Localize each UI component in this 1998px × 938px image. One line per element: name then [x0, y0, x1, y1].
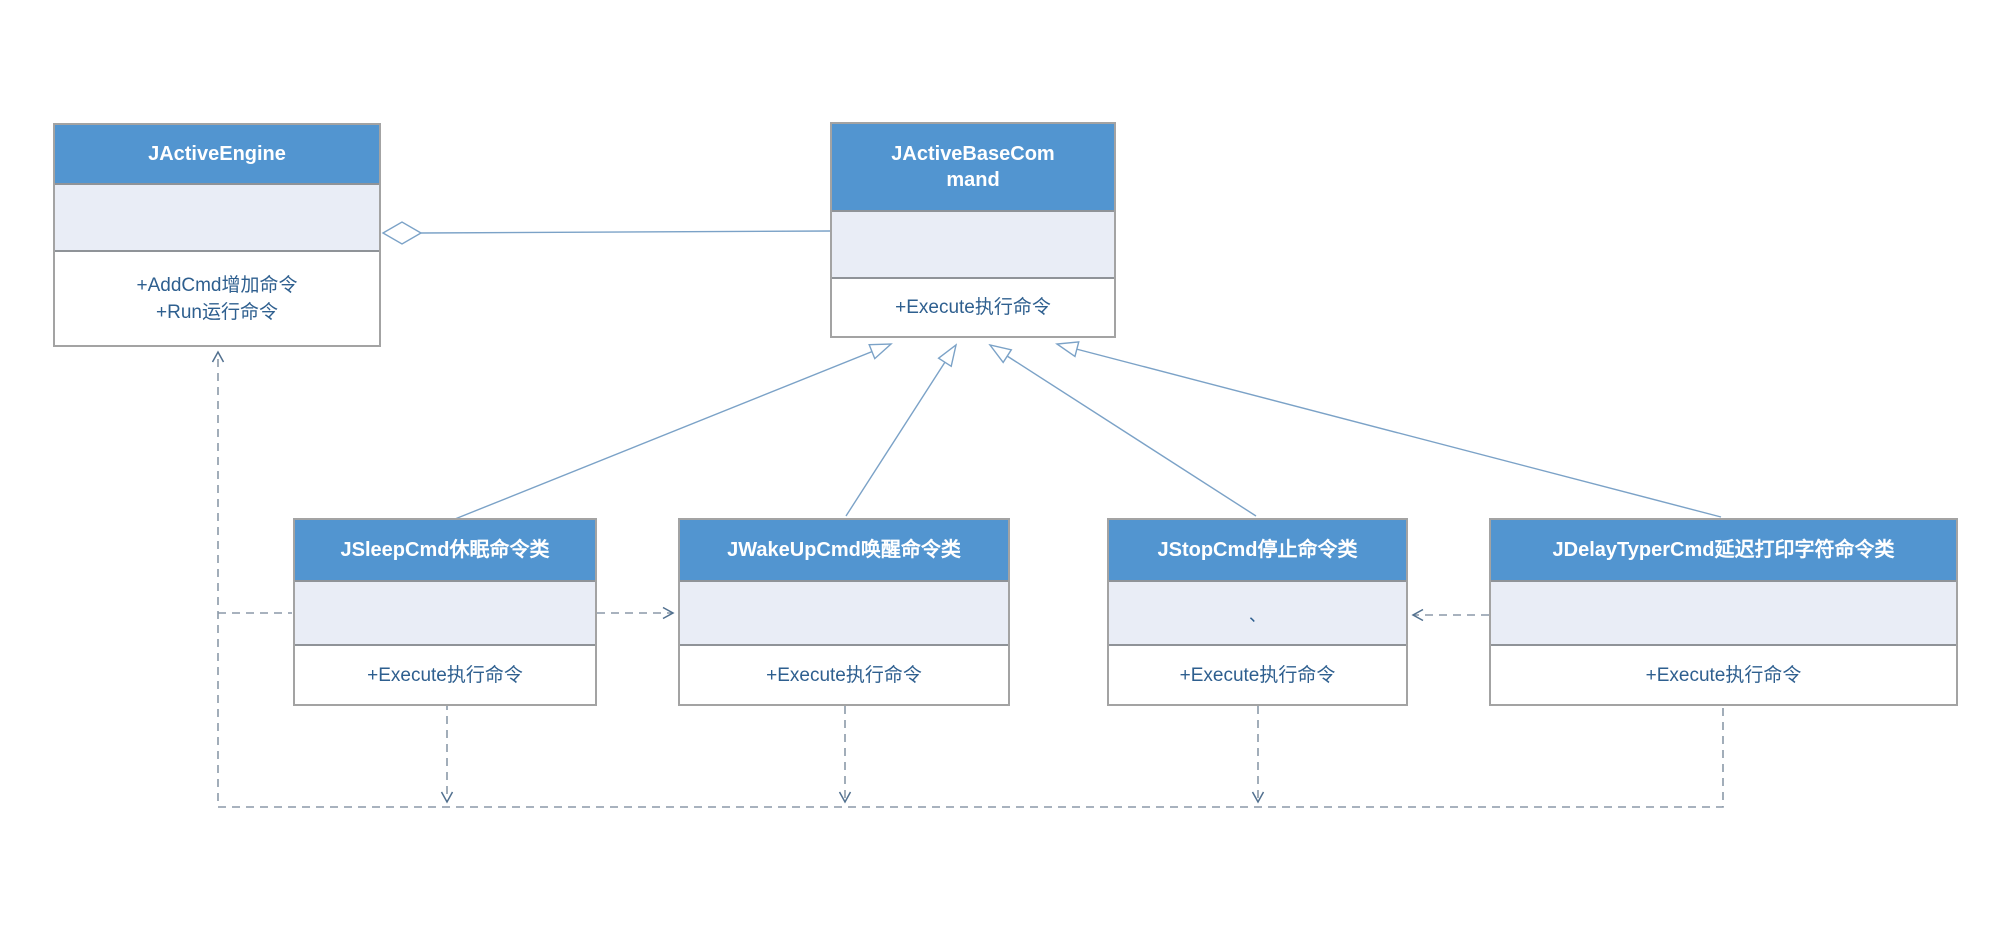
class-box-jactiveengine[interactable]: JActiveEngine +AddCmd增加命令 +Run运行命令: [53, 123, 381, 347]
class-title: JSleepCmd休眠命令类: [340, 539, 550, 561]
class-fields-section: [680, 582, 1008, 646]
method-label: +Execute执行命令: [766, 664, 922, 686]
class-title: JActiveBaseCommand: [891, 143, 1055, 191]
class-box-jactivebasecommand[interactable]: JActiveBaseCommand +Execute执行命令: [830, 122, 1116, 338]
class-fields-section: [1491, 582, 1956, 646]
class-box-jsleepcmd[interactable]: JSleepCmd休眠命令类 +Execute执行命令: [293, 518, 597, 706]
class-header: JDelayTyperCmd延迟打印字符命令类: [1491, 520, 1956, 582]
class-fields-section: [295, 582, 595, 646]
class-title: JDelayTyperCmd延迟打印字符命令类: [1552, 539, 1895, 561]
method-label: +Execute执行命令: [895, 297, 1051, 318]
class-methods-section: +Execute执行命令: [295, 646, 595, 704]
class-title: JStopCmd停止命令类: [1157, 539, 1358, 561]
method-label: +Run运行命令: [156, 301, 278, 323]
class-methods-section: +Execute执行命令: [680, 646, 1008, 704]
inheritance-line-delay: [1057, 344, 1722, 518]
class-header: JActiveEngine: [55, 125, 379, 185]
class-title: JWakeUpCmd唤醒命令类: [727, 539, 961, 561]
aggregation-diamond: [381, 221, 423, 245]
class-box-jwakeupcmd[interactable]: JWakeUpCmd唤醒命令类 +Execute执行命令: [678, 518, 1010, 706]
class-fields-section: 、: [1109, 582, 1406, 646]
method-label: +Execute执行命令: [1179, 664, 1336, 686]
class-methods-section: +Execute执行命令: [1491, 646, 1956, 704]
class-header: JSleepCmd休眠命令类: [295, 520, 595, 582]
class-fields-section: [55, 185, 379, 252]
class-methods-section: +Execute执行命令: [1109, 646, 1406, 704]
class-box-jstopcmd[interactable]: JStopCmd停止命令类 、 +Execute执行命令: [1107, 518, 1408, 706]
class-header: JStopCmd停止命令类: [1109, 520, 1406, 582]
aggregation-line: [420, 230, 831, 234]
class-methods-section: +AddCmd增加命令 +Run运行命令: [55, 252, 379, 345]
dependency-loop-to-engine: [211, 350, 1724, 808]
method-label: +Execute执行命令: [1645, 664, 1802, 686]
inheritance-line-wake: [845, 345, 956, 517]
class-title: JActiveEngine: [148, 143, 286, 165]
method-label: +AddCmd增加命令: [136, 274, 298, 296]
class-header: JActiveBaseCommand: [832, 124, 1114, 212]
class-header: JWakeUpCmd唤醒命令类: [680, 520, 1008, 582]
class-methods-section: +Execute执行命令: [832, 279, 1114, 336]
method-label: +Execute执行命令: [367, 664, 523, 686]
class-box-jdelaytypercmd[interactable]: JDelayTyperCmd延迟打印字符命令类 +Execute执行命令: [1489, 518, 1958, 706]
class-fields-section: [832, 212, 1114, 279]
inheritance-line-sleep: [449, 344, 891, 522]
inheritance-line-stop: [990, 345, 1257, 517]
